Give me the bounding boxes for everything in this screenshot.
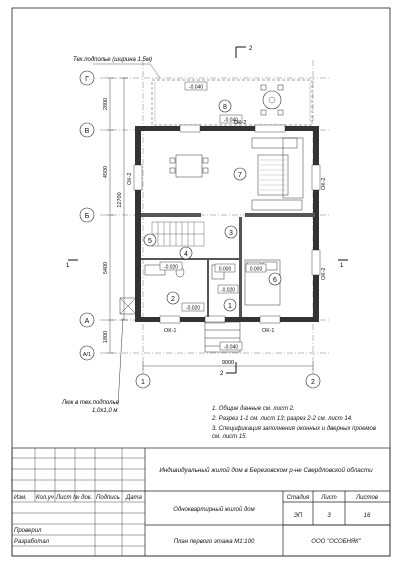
tb-list: Лист bbox=[55, 495, 71, 501]
level-entry: -0.020 bbox=[186, 306, 200, 312]
tb-company: ООО "ОСОБНЯК" bbox=[311, 539, 361, 545]
room-8: 8 bbox=[223, 104, 227, 111]
room-3: 3 bbox=[229, 230, 233, 237]
room-5: 5 bbox=[148, 238, 152, 245]
level-bath: -0.020 bbox=[164, 265, 178, 271]
level-bedroom: 0.000 bbox=[250, 267, 263, 273]
tb-sheet-label: Лист bbox=[320, 495, 336, 501]
dim-4500: 4500 bbox=[103, 166, 109, 178]
dim-12700: 12700 bbox=[117, 192, 123, 207]
tb-kol: Кол.уч bbox=[36, 495, 54, 501]
room-1: 1 bbox=[228, 303, 232, 310]
note-2: 2. Разрез 1-1 см. лист 13; разрез 2-2 см… bbox=[212, 416, 353, 422]
axis-1: 1 bbox=[141, 379, 145, 386]
tb-sheet-name: План первого этажа М1:100 bbox=[174, 539, 255, 545]
dim-1800: 1800 bbox=[103, 331, 109, 343]
axis-a1: А/1 bbox=[83, 352, 91, 358]
annotation-hatch: Люк в тех.подполье bbox=[61, 400, 120, 406]
tb-sheet: 3 bbox=[327, 513, 331, 519]
dim-5400: 5400 bbox=[103, 262, 109, 274]
dim-9000: 9000 bbox=[222, 360, 234, 366]
section-2-top: 2 bbox=[249, 46, 253, 52]
room-6: 6 bbox=[273, 277, 277, 284]
window-ok2-top: ОК-2 bbox=[234, 120, 246, 126]
tb-doc: № док. bbox=[73, 494, 92, 501]
note-1: 1. Общие данные см. лист 2. bbox=[212, 406, 295, 412]
dim-2800: 2800 bbox=[103, 98, 109, 110]
tb-developed: Разработал bbox=[14, 539, 50, 545]
tb-podpis: Подпись bbox=[96, 495, 120, 501]
section-1-right: 1 bbox=[340, 263, 344, 269]
axis-a: А bbox=[85, 318, 90, 325]
section-2-bottom: 2 bbox=[220, 371, 224, 377]
axis-b: Б bbox=[85, 213, 90, 220]
note-4: см. лист 15. bbox=[212, 434, 248, 440]
tb-stage: ЭП bbox=[294, 513, 303, 519]
axis-v: В bbox=[85, 128, 90, 135]
level-porch: -0.040 bbox=[224, 345, 238, 351]
axis-g: Г bbox=[85, 76, 89, 83]
tb-project: Индивидуальный жилой дом в Березовском р… bbox=[159, 466, 373, 474]
axis-2: 2 bbox=[311, 379, 315, 386]
tb-sheets: 16 bbox=[364, 513, 371, 519]
tb-stage-label: Стадия bbox=[287, 495, 310, 501]
tb-izm: Изм. bbox=[14, 495, 27, 501]
level-hall: 0.000 bbox=[219, 267, 232, 273]
room-2: 2 bbox=[171, 296, 175, 303]
level-terrace: -0.040 bbox=[189, 85, 203, 91]
section-1-left: 1 bbox=[66, 263, 70, 269]
tb-data: Дата bbox=[125, 495, 142, 501]
level-hall-2: -0.020 bbox=[221, 288, 235, 294]
annotation-tech-underground: Тех.подполье (ширина 1.5м) bbox=[73, 57, 152, 63]
window-ok2-right: ОК-2 bbox=[321, 178, 327, 190]
tb-building: Одноквартирный жилой дом bbox=[173, 506, 254, 513]
note-3: 3. Спецификация заполнения оконных и две… bbox=[212, 426, 376, 432]
room-4: 4 bbox=[184, 251, 188, 258]
annotation-hatch-size: 1,0х1,0 м bbox=[92, 408, 117, 414]
level-terrace-2: -0.040 bbox=[224, 118, 238, 124]
window-ok1-left: ОК-1 bbox=[164, 328, 176, 334]
tb-checked: Проверил bbox=[14, 528, 42, 534]
window-ok2-right-2: ОК-2 bbox=[321, 268, 327, 280]
room-7: 7 bbox=[238, 172, 242, 179]
tb-sheets-label: Листов bbox=[355, 495, 378, 501]
window-ok2-left: ОК-2 bbox=[127, 173, 133, 185]
window-ok1-right: ОК-1 bbox=[262, 328, 274, 334]
